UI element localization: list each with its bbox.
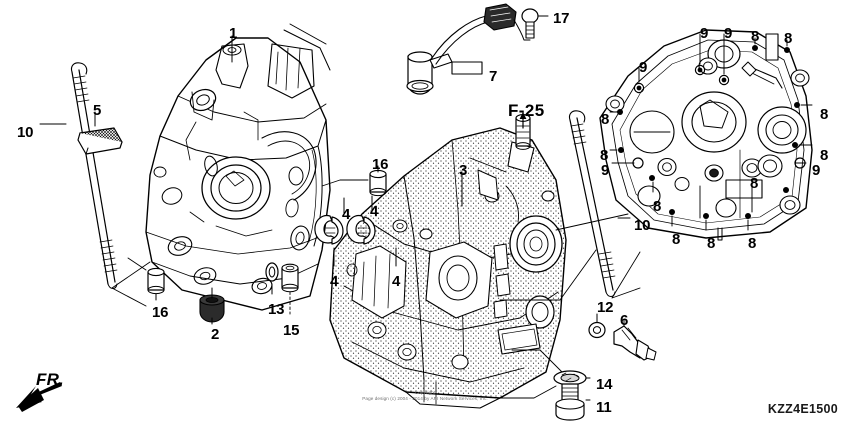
callout-dowel-pin-upper[interactable]: 16 bbox=[372, 156, 389, 173]
callout-case-bolt-8f[interactable]: 8 bbox=[820, 147, 829, 164]
callout-oil-orifice-plug[interactable]: 2 bbox=[211, 326, 220, 343]
callout-crank-bearing-shell-b[interactable]: 4 bbox=[370, 203, 379, 220]
bearing-shell-a-art bbox=[314, 214, 344, 245]
callout-dowel-pin-9d[interactable]: 9 bbox=[601, 162, 610, 179]
callout-sealing-washer-13[interactable]: 13 bbox=[268, 301, 285, 318]
right-case-cover-body bbox=[599, 29, 813, 241]
bushing-15-art bbox=[281, 263, 299, 293]
callout-stud-bolt-right[interactable]: 10 bbox=[634, 217, 651, 234]
oil-strainer-art bbox=[77, 127, 123, 155]
copyright-notice: Copyright Page design (c) 2004 - 2014 by… bbox=[0, 390, 850, 403]
sensor-bolt-art bbox=[521, 8, 539, 39]
stud-bolt-right-art bbox=[568, 110, 616, 297]
callout-speed-sensor-assembly[interactable]: 7 bbox=[489, 68, 498, 85]
section-reference-f25: F-25 bbox=[508, 101, 545, 120]
copyright-line-1: Copyright bbox=[414, 389, 436, 395]
callout-case-bolt-8j[interactable]: 8 bbox=[707, 235, 716, 252]
callout-case-bolt-8k[interactable]: 8 bbox=[748, 235, 757, 252]
callout-case-bolt-8c[interactable]: 8 bbox=[601, 111, 610, 128]
callout-dowel-pin-9e[interactable]: 9 bbox=[812, 162, 821, 179]
callout-bushing-15[interactable]: 15 bbox=[283, 322, 300, 339]
callout-case-bolt-8h[interactable]: 8 bbox=[653, 198, 662, 215]
callout-left-crankcase-half[interactable]: 1 bbox=[229, 25, 238, 42]
callout-case-bolt-8i[interactable]: 8 bbox=[672, 231, 681, 248]
right-crankcase-body bbox=[329, 114, 567, 409]
dowel-pin-upper-art bbox=[369, 169, 387, 197]
callout-drain-bolt-washer[interactable]: 14 bbox=[596, 376, 613, 393]
callout-crank-bearing-shell-d[interactable]: 4 bbox=[392, 273, 401, 290]
callout-case-bolt-8b[interactable]: 8 bbox=[784, 30, 793, 47]
callout-neutral-switch[interactable]: 6 bbox=[620, 312, 629, 329]
callout-dowel-pin-9c[interactable]: 9 bbox=[639, 59, 648, 76]
dowel-pin-lower-art bbox=[147, 267, 165, 295]
sealing-washer-12-art bbox=[588, 321, 606, 339]
callout-stud-bolt-left[interactable]: 10 bbox=[17, 124, 34, 141]
copyright-line-2: Page design (c) 2004 - 2014 by ARI Netwo… bbox=[362, 396, 488, 402]
front-direction-arrow-icon bbox=[16, 382, 62, 412]
callout-dowel-pin-9b[interactable]: 9 bbox=[724, 25, 733, 42]
callout-crank-bearing-shell-c[interactable]: 4 bbox=[330, 273, 339, 290]
left-crankcase-body bbox=[145, 23, 331, 311]
callout-sealing-washer-12[interactable]: 12 bbox=[597, 299, 614, 316]
callout-case-bolt-8e[interactable]: 8 bbox=[600, 147, 609, 164]
callout-sensor-mount-bolt[interactable]: 17 bbox=[553, 10, 570, 27]
callout-oil-strainer-screen[interactable]: 5 bbox=[93, 102, 102, 119]
oil-orifice-plug-art bbox=[199, 294, 225, 323]
neutral-switch-art bbox=[613, 325, 657, 361]
callout-dowel-pin-9a[interactable]: 9 bbox=[700, 25, 709, 42]
callout-case-bolt-8g[interactable]: 8 bbox=[750, 175, 759, 192]
sealing-washer-13-art bbox=[265, 262, 279, 282]
cover-bolt-markers bbox=[617, 45, 800, 219]
callout-dowel-pin-lower[interactable]: 16 bbox=[152, 304, 169, 321]
oil-drain-bolt-art bbox=[555, 383, 585, 421]
drain-washer-art bbox=[553, 370, 587, 386]
diagram-part-code: KZZ4E1500 bbox=[767, 402, 838, 416]
callout-oil-drain-bolt[interactable]: 11 bbox=[596, 399, 612, 416]
speed-sensor-art bbox=[406, 3, 531, 95]
stud-bolt-left-art bbox=[70, 62, 118, 289]
callout-crank-bearing-shell-a[interactable]: 4 bbox=[342, 206, 351, 223]
callout-right-crankcase-half[interactable]: 3 bbox=[459, 162, 468, 179]
callout-case-bolt-8a[interactable]: 8 bbox=[751, 28, 760, 45]
callout-case-bolt-8d[interactable]: 8 bbox=[820, 106, 829, 123]
